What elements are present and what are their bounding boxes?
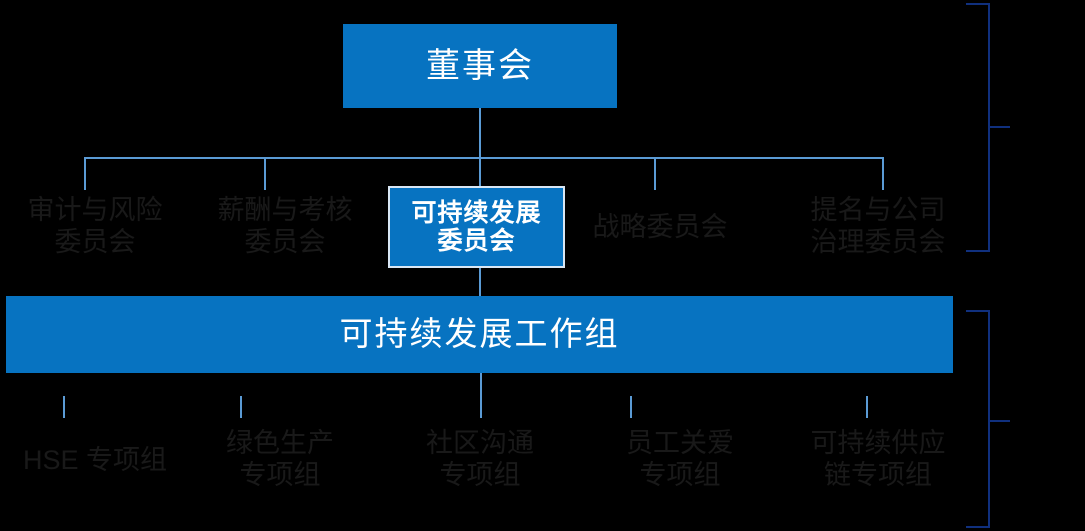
connector-committee-bus	[84, 157, 884, 159]
employee-care-task-group-label[interactable]: 员工关爱 专项组	[626, 428, 734, 490]
connector-drop-committee-3	[479, 157, 481, 186]
connector-drop-committee-4	[654, 157, 656, 190]
connector-committee-to-workgroup	[479, 268, 481, 297]
connector-drop-committee-1	[84, 157, 86, 190]
connector-drop-task-2	[240, 396, 242, 418]
remuneration-appraisal-committee-label[interactable]: 薪酬与考核 委员会	[217, 195, 353, 257]
hse-task-group-label[interactable]: HSE 专项组	[22, 445, 168, 475]
sustainable-development-workgroup-box[interactable]: 可持续发展工作组	[6, 296, 953, 373]
connector-drop-task-3	[480, 373, 482, 418]
board-of-directors-box[interactable]: 董事会	[343, 24, 617, 108]
green-production-task-group-label[interactable]: 绿色生产 专项组	[226, 428, 334, 490]
bracket-execution-layer	[966, 310, 990, 528]
connector-drop-task-5	[866, 396, 868, 418]
sustainable-supply-chain-task-group-label[interactable]: 可持续供应 链专项组	[810, 428, 946, 490]
audit-risk-committee-label[interactable]: 审计与风险 委员会	[27, 195, 163, 257]
bracket-execution-tick	[988, 420, 1010, 422]
connector-drop-committee-5	[882, 157, 884, 190]
connector-board-down	[479, 108, 481, 158]
bracket-governance-layer	[966, 3, 990, 252]
connector-drop-task-1	[63, 396, 65, 418]
community-communication-task-group-label[interactable]: 社区沟通 专项组	[426, 428, 534, 490]
bracket-governance-tick	[988, 126, 1010, 128]
strategy-committee-label[interactable]: 战略委员会	[592, 212, 728, 242]
sustainable-development-committee-box[interactable]: 可持续发展 委员会	[388, 186, 565, 268]
connector-drop-task-4	[630, 396, 632, 418]
nomination-governance-committee-label[interactable]: 提名与公司 治理委员会	[810, 195, 946, 257]
connector-drop-committee-2	[264, 157, 266, 190]
